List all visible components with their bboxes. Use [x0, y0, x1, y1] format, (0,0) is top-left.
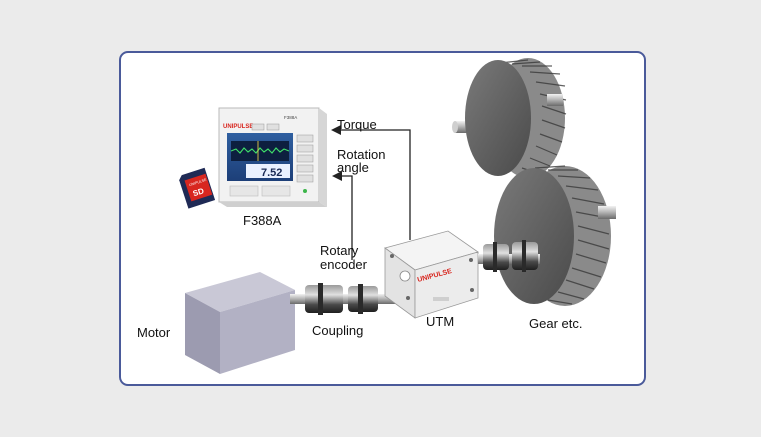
sd-card-text: SD: [192, 186, 206, 198]
rotation-arrow-head: [332, 171, 342, 181]
upper-gear: [465, 58, 567, 178]
torque-arrow-head: [331, 125, 341, 135]
motor-block: [185, 272, 295, 374]
device-reading: 7.52: [261, 167, 282, 179]
utm-label: UTM: [426, 314, 455, 329]
motor-label: Motor: [137, 325, 171, 340]
rotation-angle-label-line1: Rotation: [337, 147, 386, 162]
signal-arrows: [340, 129, 411, 260]
sd-card-brand: UNIPULSE: [189, 178, 208, 188]
rotation-arrow-line: [341, 175, 353, 260]
sd-card: UNIPULSE SD: [179, 167, 216, 209]
torque-arrow-line: [340, 129, 411, 240]
upper-shaft-end: [452, 121, 458, 133]
device-brand: UNIPULSE: [223, 124, 253, 130]
gear-assembly: [452, 58, 616, 306]
device-model-tag: F388A: [284, 115, 297, 120]
device-model-label: F388A: [243, 213, 282, 228]
coupling-label: Coupling: [312, 323, 364, 338]
torque-label: Torque: [337, 117, 377, 132]
rotary-encoder-label-line2: encoder: [320, 257, 367, 272]
lower-gear-shaft-rear: [598, 206, 616, 219]
right-coupling: [483, 240, 538, 272]
rotation-angle-label-line2: angle: [337, 160, 369, 175]
rotary-encoder-label-line1: Rotary: [320, 243, 359, 258]
upper-gear-shaft-rear: [547, 94, 563, 106]
left-coupling: [305, 283, 378, 315]
f388a-device: UNIPULSE F388A 7.52: [218, 107, 327, 207]
gear-label: Gear etc.: [529, 316, 583, 331]
utm-box: UNIPULSE: [384, 230, 479, 319]
lower-gear: [494, 165, 611, 306]
